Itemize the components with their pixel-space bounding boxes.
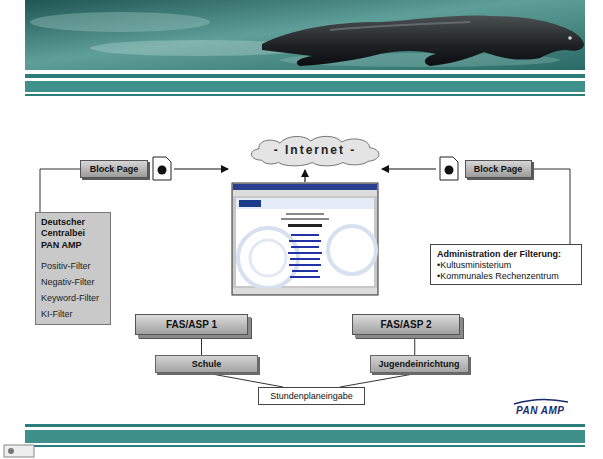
banner-bar	[25, 94, 585, 96]
filter-panel: Deutscher Centralbei PAN AMP Positiv-Filt…	[35, 212, 111, 325]
page-swirl	[238, 228, 298, 288]
box-text: Schule	[192, 359, 222, 369]
browser-screenshot	[232, 183, 378, 295]
box-heading: Deutscher Centralbei PAN AMP	[41, 217, 105, 251]
browser-toolbar	[233, 190, 377, 196]
box-text: Block Page	[90, 164, 139, 174]
connector-line	[532, 169, 571, 244]
box-text: Negativ-Filter	[41, 277, 95, 287]
document-icon	[440, 157, 458, 180]
page-link-line	[291, 246, 319, 248]
connector-line	[201, 335, 202, 355]
flow-arrow	[304, 170, 305, 182]
page-link-line	[290, 258, 320, 260]
banner-bar	[25, 81, 585, 92]
box-text: FAS/ASP 2	[381, 319, 432, 330]
box-text: KI-Filter	[41, 309, 73, 319]
server-box: FAS/ASP 1	[135, 314, 248, 335]
flow-arrow	[382, 168, 436, 169]
site-box: Schule	[155, 355, 258, 373]
banner-streak	[30, 12, 210, 32]
box-heading: Administration der Filterung:	[437, 249, 561, 259]
panther-illustration	[262, 16, 584, 66]
page-link-line	[288, 252, 322, 254]
sound-icon	[8, 448, 14, 454]
box-text: - Internet -	[274, 143, 357, 157]
page-text-line	[288, 224, 322, 227]
page-text-line	[286, 213, 324, 215]
page-header	[236, 198, 374, 209]
logo-swoosh	[514, 399, 568, 404]
connector-line	[340, 373, 419, 387]
sound-icon	[4, 445, 34, 457]
block-page-box: Block Page	[465, 160, 532, 178]
site-box: Jugendeinrichtung	[370, 355, 469, 373]
browser-titlebar	[233, 184, 377, 190]
box-text: FAS/ASP 1	[166, 319, 217, 330]
internet-cloud: - Internet -	[245, 133, 385, 167]
banner-sky	[25, 0, 585, 70]
page-swirl	[328, 226, 376, 274]
connector-line	[207, 373, 284, 387]
box-text: •Kultusministerium	[437, 260, 511, 270]
panther-eye	[568, 36, 572, 40]
connector-line	[414, 335, 415, 355]
page-swirl	[250, 240, 286, 276]
browser-frame	[232, 183, 378, 295]
document-icon	[153, 157, 171, 180]
connector-line	[40, 169, 80, 212]
banner-bar	[25, 74, 585, 78]
box-text: •Kommunales Rechenzentrum	[437, 271, 559, 281]
server-box: FAS/ASP 2	[352, 314, 460, 335]
logo-text: PAN AMP	[516, 405, 565, 416]
footer-bar	[25, 445, 585, 447]
administration-box: Administration der Filterung:•Kultusmini…	[430, 244, 582, 285]
box-text: Keyword-Filter	[41, 293, 99, 303]
input-box: Stundenplaneingabe	[258, 387, 365, 405]
page-logo	[239, 200, 261, 207]
page-link-line	[290, 276, 320, 278]
page-text-line	[281, 218, 329, 220]
box-text: Positiv-Filter	[41, 261, 91, 271]
page-link-line	[289, 240, 321, 242]
panther-highlight	[330, 22, 470, 30]
page-link-line	[289, 264, 321, 266]
box-text: Jugendeinrichtung	[379, 359, 460, 369]
page-link-line	[292, 270, 318, 272]
browser-statusbar	[233, 288, 377, 294]
flow-arrow	[174, 168, 228, 169]
document-icon	[158, 166, 167, 175]
page-link-line	[291, 234, 319, 236]
cloud-shape	[251, 136, 378, 166]
box-text: Block Page	[474, 164, 523, 174]
block-page-box: Block Page	[80, 160, 148, 178]
footer-bar	[25, 424, 585, 427]
document-icon	[445, 166, 454, 175]
footer-bar	[25, 430, 585, 443]
box-text: Stundenplaneingabe	[270, 391, 353, 401]
